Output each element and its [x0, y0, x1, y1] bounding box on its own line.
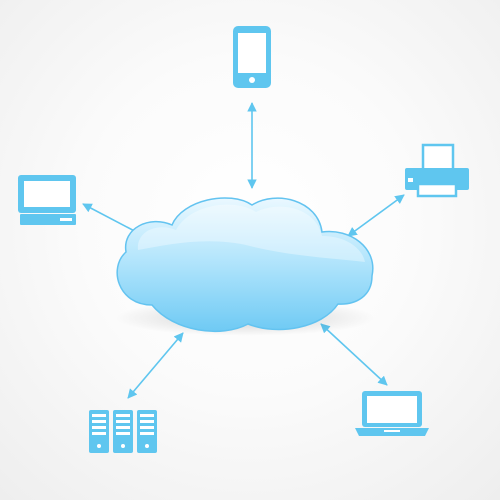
laptop-icon [355, 391, 429, 436]
arrow-cloud-laptop [320, 323, 388, 386]
monitor-icon [18, 175, 76, 225]
smartphone-icon [233, 26, 271, 88]
server-icon [89, 410, 157, 453]
arrow-cloud-server [127, 332, 184, 399]
printer-icon [405, 143, 469, 198]
cloud-icon [115, 197, 375, 336]
arrow-cloud-printer [347, 194, 405, 237]
